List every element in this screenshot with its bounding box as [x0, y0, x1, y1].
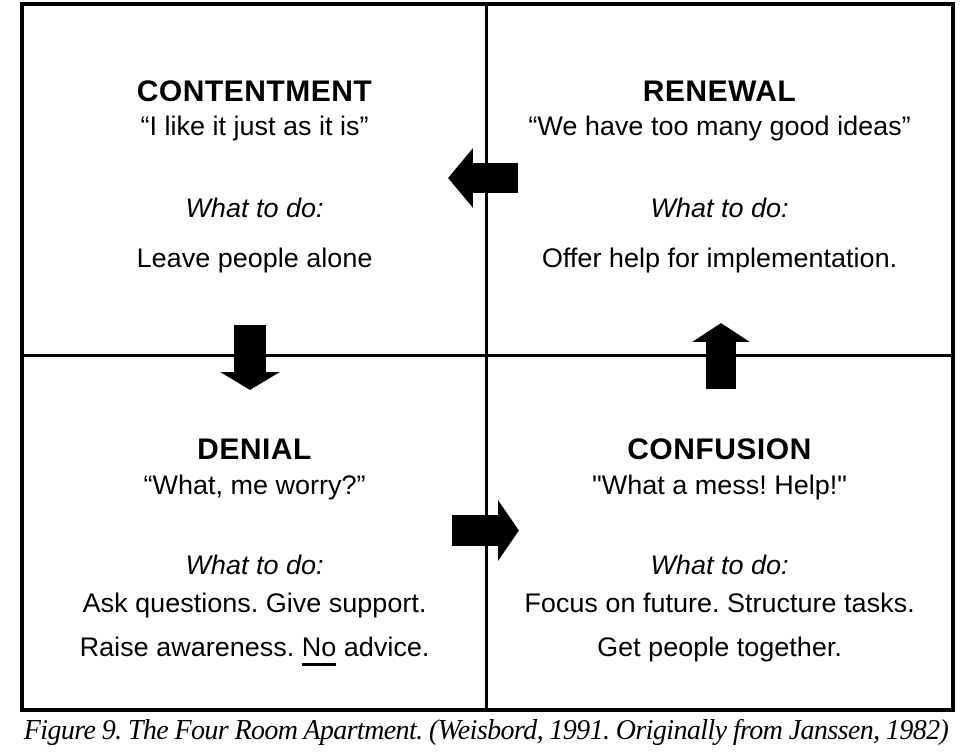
- renewal-quote: “We have too many good ideas”: [528, 111, 911, 141]
- arrow-confusion-to-renewal-icon: [692, 323, 750, 389]
- denial-action-2: Raise awareness. No advice.: [24, 632, 485, 666]
- denial-action-2-post: advice.: [336, 632, 430, 662]
- arrow-denial-to-confusion-icon: [452, 500, 519, 561]
- renewal-what-to-do-label: What to do:: [650, 193, 789, 223]
- confusion-title: CONFUSION: [627, 433, 812, 466]
- contentment-what-to-do-label: What to do:: [185, 193, 324, 223]
- contentment-title: CONTENTMENT: [136, 75, 373, 108]
- contentment-quote: “I like it just as it is”: [140, 111, 369, 141]
- confusion-quote: "What a mess! Help!": [592, 470, 847, 500]
- denial-action-2-underlined-word: No: [301, 632, 337, 666]
- horizontal-divider: [22, 354, 953, 357]
- denial-quote: “What, me worry?”: [143, 470, 366, 500]
- figure-caption: Figure 9. The Four Room Apartment. (Weis…: [23, 715, 949, 746]
- renewal-action: Offer help for implementation.: [541, 243, 898, 273]
- denial-title: DENIAL: [197, 433, 312, 466]
- renewal-title: RENEWAL: [642, 75, 797, 108]
- arrow-contentment-to-denial-icon: [220, 325, 280, 390]
- confusion-what-to-do-label: What to do:: [650, 550, 789, 580]
- confusion-action-1: Focus on future. Structure tasks.: [524, 588, 915, 618]
- denial-action-1: Ask questions. Give support.: [82, 588, 427, 618]
- denial-action-2-pre: Raise awareness.: [79, 632, 302, 662]
- confusion-action-2: Get people together.: [597, 632, 842, 662]
- denial-what-to-do-label: What to do:: [185, 550, 324, 580]
- arrow-renewal-to-contentment-icon: [448, 148, 518, 208]
- contentment-action: Leave people alone: [136, 243, 373, 273]
